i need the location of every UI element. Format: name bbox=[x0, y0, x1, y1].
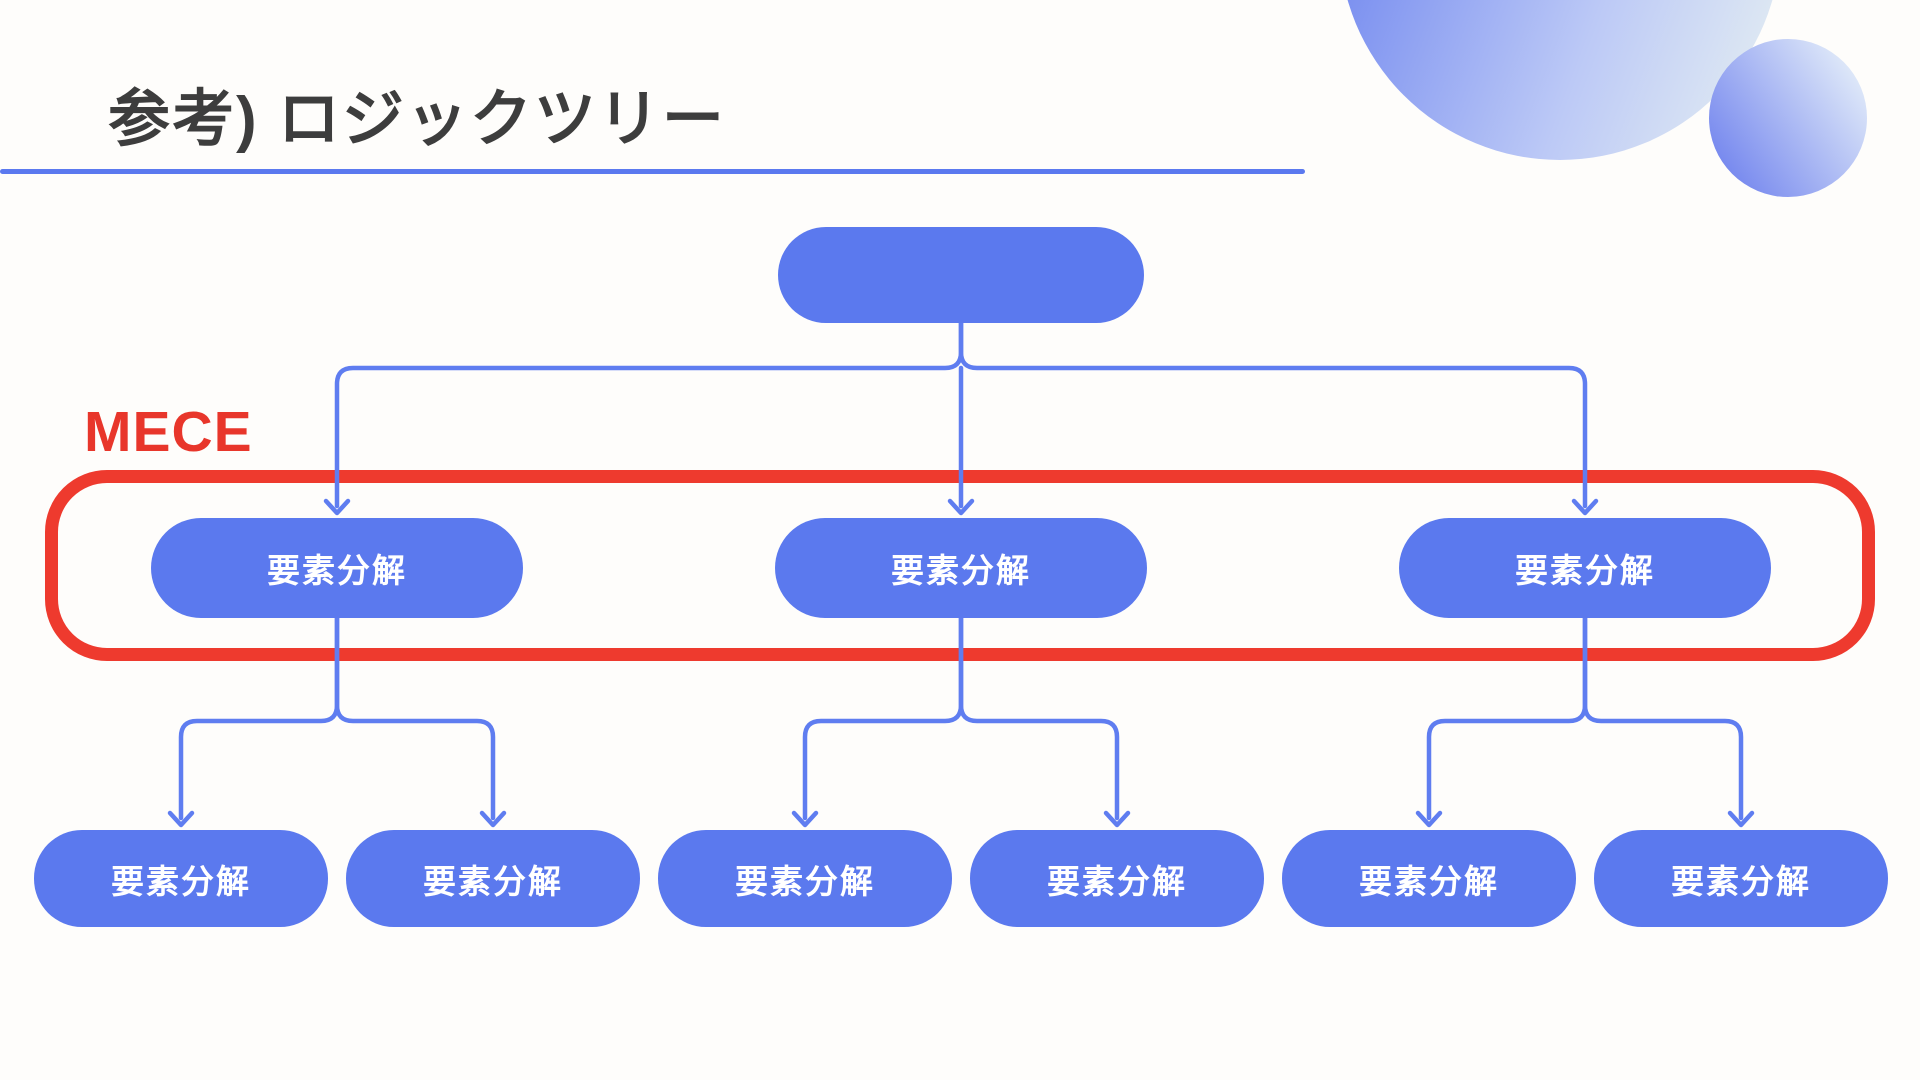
tree-mid-node-1: 要素分解 bbox=[151, 518, 523, 618]
tree-leaf-node-2: 要素分解 bbox=[346, 830, 640, 927]
tree-root-node bbox=[778, 227, 1144, 323]
tree-leaf-node-3: 要素分解 bbox=[658, 830, 952, 927]
arrowhead-icon bbox=[1103, 810, 1131, 828]
tree-leaf-node-1: 要素分解 bbox=[34, 830, 328, 927]
connector-level2-right bbox=[1415, 615, 1755, 828]
tree-leaf-node-4: 要素分解 bbox=[970, 830, 1264, 927]
arrowhead-icon bbox=[167, 810, 195, 828]
arrowhead-icon bbox=[1415, 810, 1443, 828]
arrowhead-icon bbox=[947, 498, 975, 516]
arrowhead-icon bbox=[323, 498, 351, 516]
tree-mid-node-2: 要素分解 bbox=[775, 518, 1147, 618]
tree-mid-node-3: 要素分解 bbox=[1399, 518, 1771, 618]
page-title: 参考) ロジックツリー bbox=[108, 85, 726, 154]
arrowhead-icon bbox=[1571, 498, 1599, 516]
connector-level1 bbox=[323, 320, 1599, 516]
title-underline bbox=[0, 169, 1305, 174]
tree-leaf-node-6: 要素分解 bbox=[1594, 830, 1888, 927]
mece-label: MECE bbox=[84, 400, 253, 464]
connector-level2-middle bbox=[791, 615, 1131, 828]
arrowhead-icon bbox=[479, 810, 507, 828]
arrowhead-icon bbox=[791, 810, 819, 828]
arrowhead-icon bbox=[1727, 810, 1755, 828]
connector-level2-left bbox=[167, 615, 507, 828]
tree-leaf-node-5: 要素分解 bbox=[1282, 830, 1576, 927]
